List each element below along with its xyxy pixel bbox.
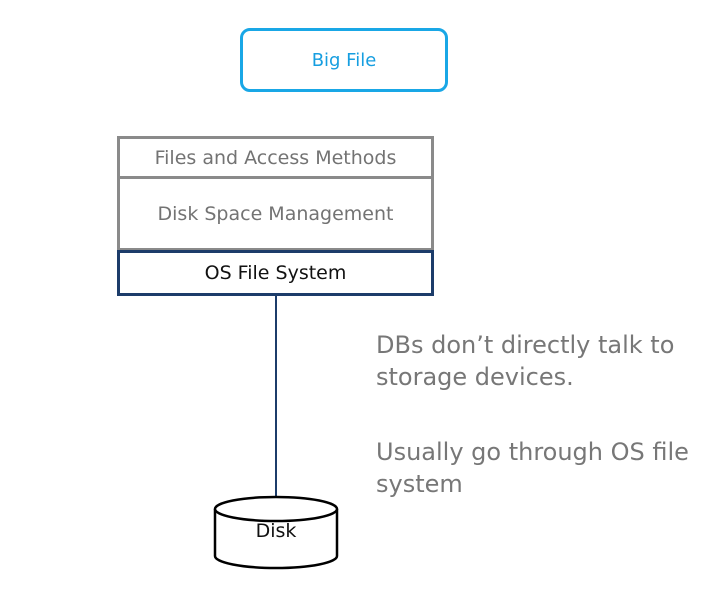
note-db-storage: DBs don’t directly talk to storage devic… xyxy=(376,331,675,391)
disk-space-label: Disk Space Management xyxy=(157,202,394,225)
connector-line xyxy=(275,296,277,498)
files-access-label: Files and Access Methods xyxy=(154,146,397,169)
disk-cylinder: Disk xyxy=(213,495,339,570)
big-file-label: Big File xyxy=(311,49,377,71)
disk-cylinder-shape xyxy=(213,495,339,570)
disk-label: Disk xyxy=(255,520,297,542)
files-access-layer: Files and Access Methods xyxy=(117,136,434,179)
big-file-box: Big File xyxy=(240,28,448,92)
note-os-file-system: Usually go through OS file system xyxy=(376,438,689,498)
disk-space-layer: Disk Space Management xyxy=(117,176,434,251)
os-file-system-layer: OS File System xyxy=(117,250,434,296)
os-file-system-label: OS File System xyxy=(204,262,347,284)
